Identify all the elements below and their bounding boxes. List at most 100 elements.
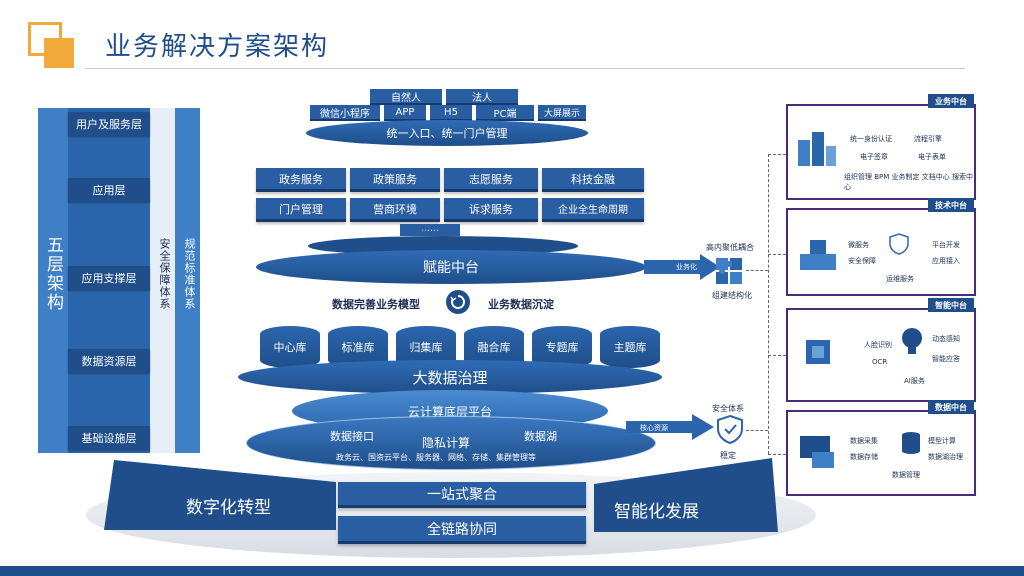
privacy-computing-label: 隐私计算 [422,436,471,450]
stable-label: 稳定 [720,451,736,460]
cycle-icon [446,290,470,314]
building-icon [798,132,836,166]
cloud-detail-label: 政务云、国资云平台、服务器、网络、存储、集群管理等 [336,453,536,462]
ai-item-2: 人脸识别 [864,341,892,349]
entry-h5: H5 [430,105,472,121]
service-appeal: 诉求服务 [444,198,538,222]
entry-app: APP [384,105,426,121]
panel-technology: 技术中台 微服务 平台开发 安全保障 应用接入 运维服务 [786,198,976,296]
data-item-5: 数据管理 [892,471,920,479]
panel-business-tag: 业务中台 [928,94,974,108]
tech-item-2: 平台开发 [932,241,960,249]
server-icon [800,240,836,270]
logo-square-filled [44,38,74,68]
data-item-2: 模型计算 [928,437,956,445]
panel-technology-tag: 技术中台 [928,198,974,212]
standard-system-label: 规范标准体系 [183,238,196,310]
tech-item-4: 应用接入 [932,257,960,265]
ai-head-icon [902,328,922,354]
footer-bar [0,566,1024,576]
service-policy: 政策服务 [350,168,440,192]
layer-data-resource: 数据资源层 [68,349,150,373]
unified-gateway: 统一入口、统一门户管理 [306,120,588,146]
five-layer-label: 五层架构 [43,236,63,312]
service-gov: 政务服务 [256,168,346,192]
security-column [150,108,175,453]
layer-application: 应用层 [68,178,150,202]
digital-transformation: 数字化转型 [186,498,271,518]
service-portal: 门户管理 [256,198,346,222]
tech-shield-icon [889,233,909,255]
data-item-4: 数据湖治理 [928,453,963,461]
tech-item-1: 微服务 [848,241,869,249]
entry-wechat: 微信小程序 [310,105,380,121]
privacy-layer [246,416,656,470]
data-item-1: 数据采集 [850,437,878,445]
connector-puzzle [746,270,768,271]
data-lake-label: 数据湖 [524,430,557,443]
panel-data-tag: 数据中台 [928,400,974,414]
arrow-biz-label: 业务化 [676,263,697,271]
flow-left-text: 数据完善业务模型 [332,298,420,311]
connector-tech [768,254,786,255]
ribbon-left [104,460,336,530]
connector-data [768,454,786,455]
service-fintech: 科技金融 [542,168,644,192]
security-system-top: 安全体系 [712,404,744,413]
puzzle-icon [714,256,744,286]
db-topic: 专题库 [532,326,592,368]
connector-shield [746,430,768,431]
biz-item-2: 流程引擎 [914,135,942,143]
data-interface-label: 数据接口 [330,430,374,443]
arrow-core-label: 核心资源 [640,424,668,432]
connector-ai [768,355,786,356]
layer-infrastructure: 基础设施层 [68,426,150,450]
architecture-column [38,108,68,453]
db-center: 中心库 [260,326,320,368]
one-stop-aggregation: 一站式聚合 [338,482,586,508]
layer-user-service: 用户及服务层 [68,112,150,136]
connector-vertical [768,154,769,454]
panel-business: 业务中台 统一身份认证 流程引擎 电子签章 电子表单 组织管理 BPM 业务制定… [786,94,976,200]
entry-bigscreen: 大屏展示 [538,105,586,121]
shield-icon [716,414,744,445]
tech-item-5: 运维服务 [886,275,914,283]
biz-item-4: 电子表单 [918,153,946,161]
entry-pc: PC端 [476,105,534,121]
service-business-env: 营商环境 [350,198,440,222]
panel-data: 数据中台 数据采集 模型计算 数据存储 数据湖治理 数据管理 [786,400,976,496]
intelligent-development: 智能化发展 [614,502,699,522]
database-icon [902,432,920,454]
ai-item-4: 智能应答 [932,355,960,363]
tech-item-3: 安全保障 [848,257,876,265]
enablement-platform: 赋能中台 [256,250,646,284]
security-system-label: 安全保障体系 [158,238,171,310]
page-title: 业务解决方案架构 [105,32,330,62]
layer-app-support: 应用支撑层 [68,266,150,290]
ai-item-5: AI服务 [904,377,925,385]
data-screen-icon [800,436,834,468]
panel-intelligence-tag: 智能中台 [928,298,974,312]
full-link-collaboration: 全链路协同 [338,516,586,544]
structure-label: 组建结构化 [712,291,752,300]
data-item-3: 数据存储 [850,453,878,461]
title-divider [85,68,965,69]
cohesion-label: 高内聚低耦合 [706,243,754,252]
ai-item-1: 动态感知 [932,335,960,343]
entry-natural-person: 自然人 [370,89,442,105]
ai-item-3: OCR [872,358,888,366]
standard-column [175,108,200,453]
biz-item-line: 组织管理 BPM 业务制定 文档中心 搜索中心 [844,173,973,191]
flow-right-text: 业务数据沉淀 [488,298,554,311]
db-subject: 主题库 [600,326,660,368]
bigdata-governance: 大数据治理 [238,360,662,394]
panel-intelligence: 智能中台 动态感知 人脸识别 OCR 智能应答 AI服务 [786,298,976,402]
service-enterprise-lifecycle: 企业全生命周期 [542,198,644,222]
biz-item-3: 电子签章 [860,153,888,161]
ribbon-right [594,458,778,532]
services-more: …… [400,224,460,236]
connector-biz [768,154,786,155]
biz-item-1: 统一身份认证 [850,135,892,143]
arrow-core [626,414,714,440]
arrow-biz [644,254,720,280]
